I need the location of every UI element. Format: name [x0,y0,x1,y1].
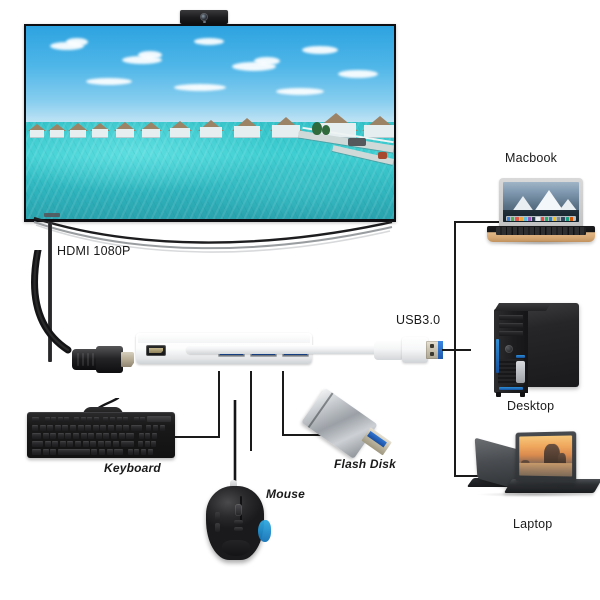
macbook-keyboard[interactable] [496,227,586,235]
macbook-lid [499,178,583,228]
tv-screen [26,26,394,219]
mouse-palm-rest [222,540,250,556]
macbook-screen [503,182,579,222]
flash-disk-label: Flash Disk [334,457,397,471]
usb-cable [186,345,382,356]
tv-device [14,10,406,362]
keyboard-cable-hump [83,407,123,416]
mouse-cable [233,400,237,484]
desktop-drive-bay-3[interactable] [499,331,523,336]
webcam-lens-icon [201,14,207,20]
mouse-cable-entry [230,480,237,490]
tv-bezel [24,24,396,222]
hdmi-cable [31,250,72,354]
laptop-wallpaper-shore [519,462,573,477]
flash-disk-device[interactable] [301,387,398,459]
mouse-label: Mouse [266,487,306,501]
desktop-device[interactable] [494,303,586,397]
desktop-front-panel [494,309,528,397]
webcam-bar-icon [180,10,228,24]
usb-hub-top-edge [138,334,310,343]
desktop-power-button[interactable] [505,345,513,353]
macbook-dock[interactable] [506,216,576,221]
laptop-screen [519,435,573,477]
flash-disk-body [301,387,378,459]
macbook-device[interactable] [487,178,595,250]
hdmi-connector-head [96,346,123,373]
mouse-scroll-wheel[interactable] [235,504,242,516]
usb-connector-shell [402,337,428,363]
usb-connector-blue-tongue [438,341,443,359]
tv-stand-leg [48,222,52,362]
flash-disk-usb-blue-tongue [367,431,387,448]
mouse-blue-accent [258,520,271,542]
usb-a-connector [374,337,444,363]
laptop-shadow [478,492,590,497]
desktop-blue-accent-1 [496,339,499,373]
flash-disk-usb-connector [361,427,392,456]
tv-scene-clouds [26,26,394,122]
macbook-shadow [493,241,589,245]
desktop-drive-bay-1[interactable] [499,315,523,320]
desktop-top-panel [494,303,551,311]
desktop-side-panel [527,303,579,387]
keyboard-device[interactable] [27,406,175,458]
macbook-base [487,226,595,242]
desktop-blue-accent-2 [516,355,525,358]
hdmi-connector-boot [72,349,98,370]
hdmi-connector-tip [121,352,134,367]
macbook-label: Macbook [505,151,558,165]
hdmi-label: HDMI 1080P [57,244,131,258]
usb-cable-line [186,345,382,354]
flash-disk-cap-seam [307,392,334,429]
laptop-front-lid [515,431,577,483]
keyboard-indicator-strip [147,416,171,422]
tv-stand [33,216,393,253]
tv-brand-logo-icon [44,213,60,217]
desktop-label: Desktop [507,399,555,413]
webcam-indicator-icon [203,21,206,23]
mouse-side-button-1[interactable] [215,512,220,521]
hub-hdmi-port[interactable] [146,345,166,356]
usb-connector-boot [374,340,404,360]
mouse-device[interactable] [200,478,272,562]
desktop-blue-accent-3 [499,387,523,390]
mouse-profile-button[interactable] [234,527,243,531]
mouse-dpi-button[interactable] [234,520,243,524]
keyboard-label: Keyboard [104,461,161,475]
laptop-label: Laptop [513,517,553,531]
laptop-device[interactable] [466,431,600,506]
hdmi-connector [72,345,134,375]
mouse-side-button-2[interactable] [215,523,220,532]
usb-label: USB3.0 [396,313,441,327]
mouse-body [206,486,271,560]
hub-hdmi-port-inner [149,348,163,353]
keyboard-body [27,412,175,458]
desktop-drive-bay-2[interactable] [499,323,523,328]
desktop-front-handle [516,361,525,383]
